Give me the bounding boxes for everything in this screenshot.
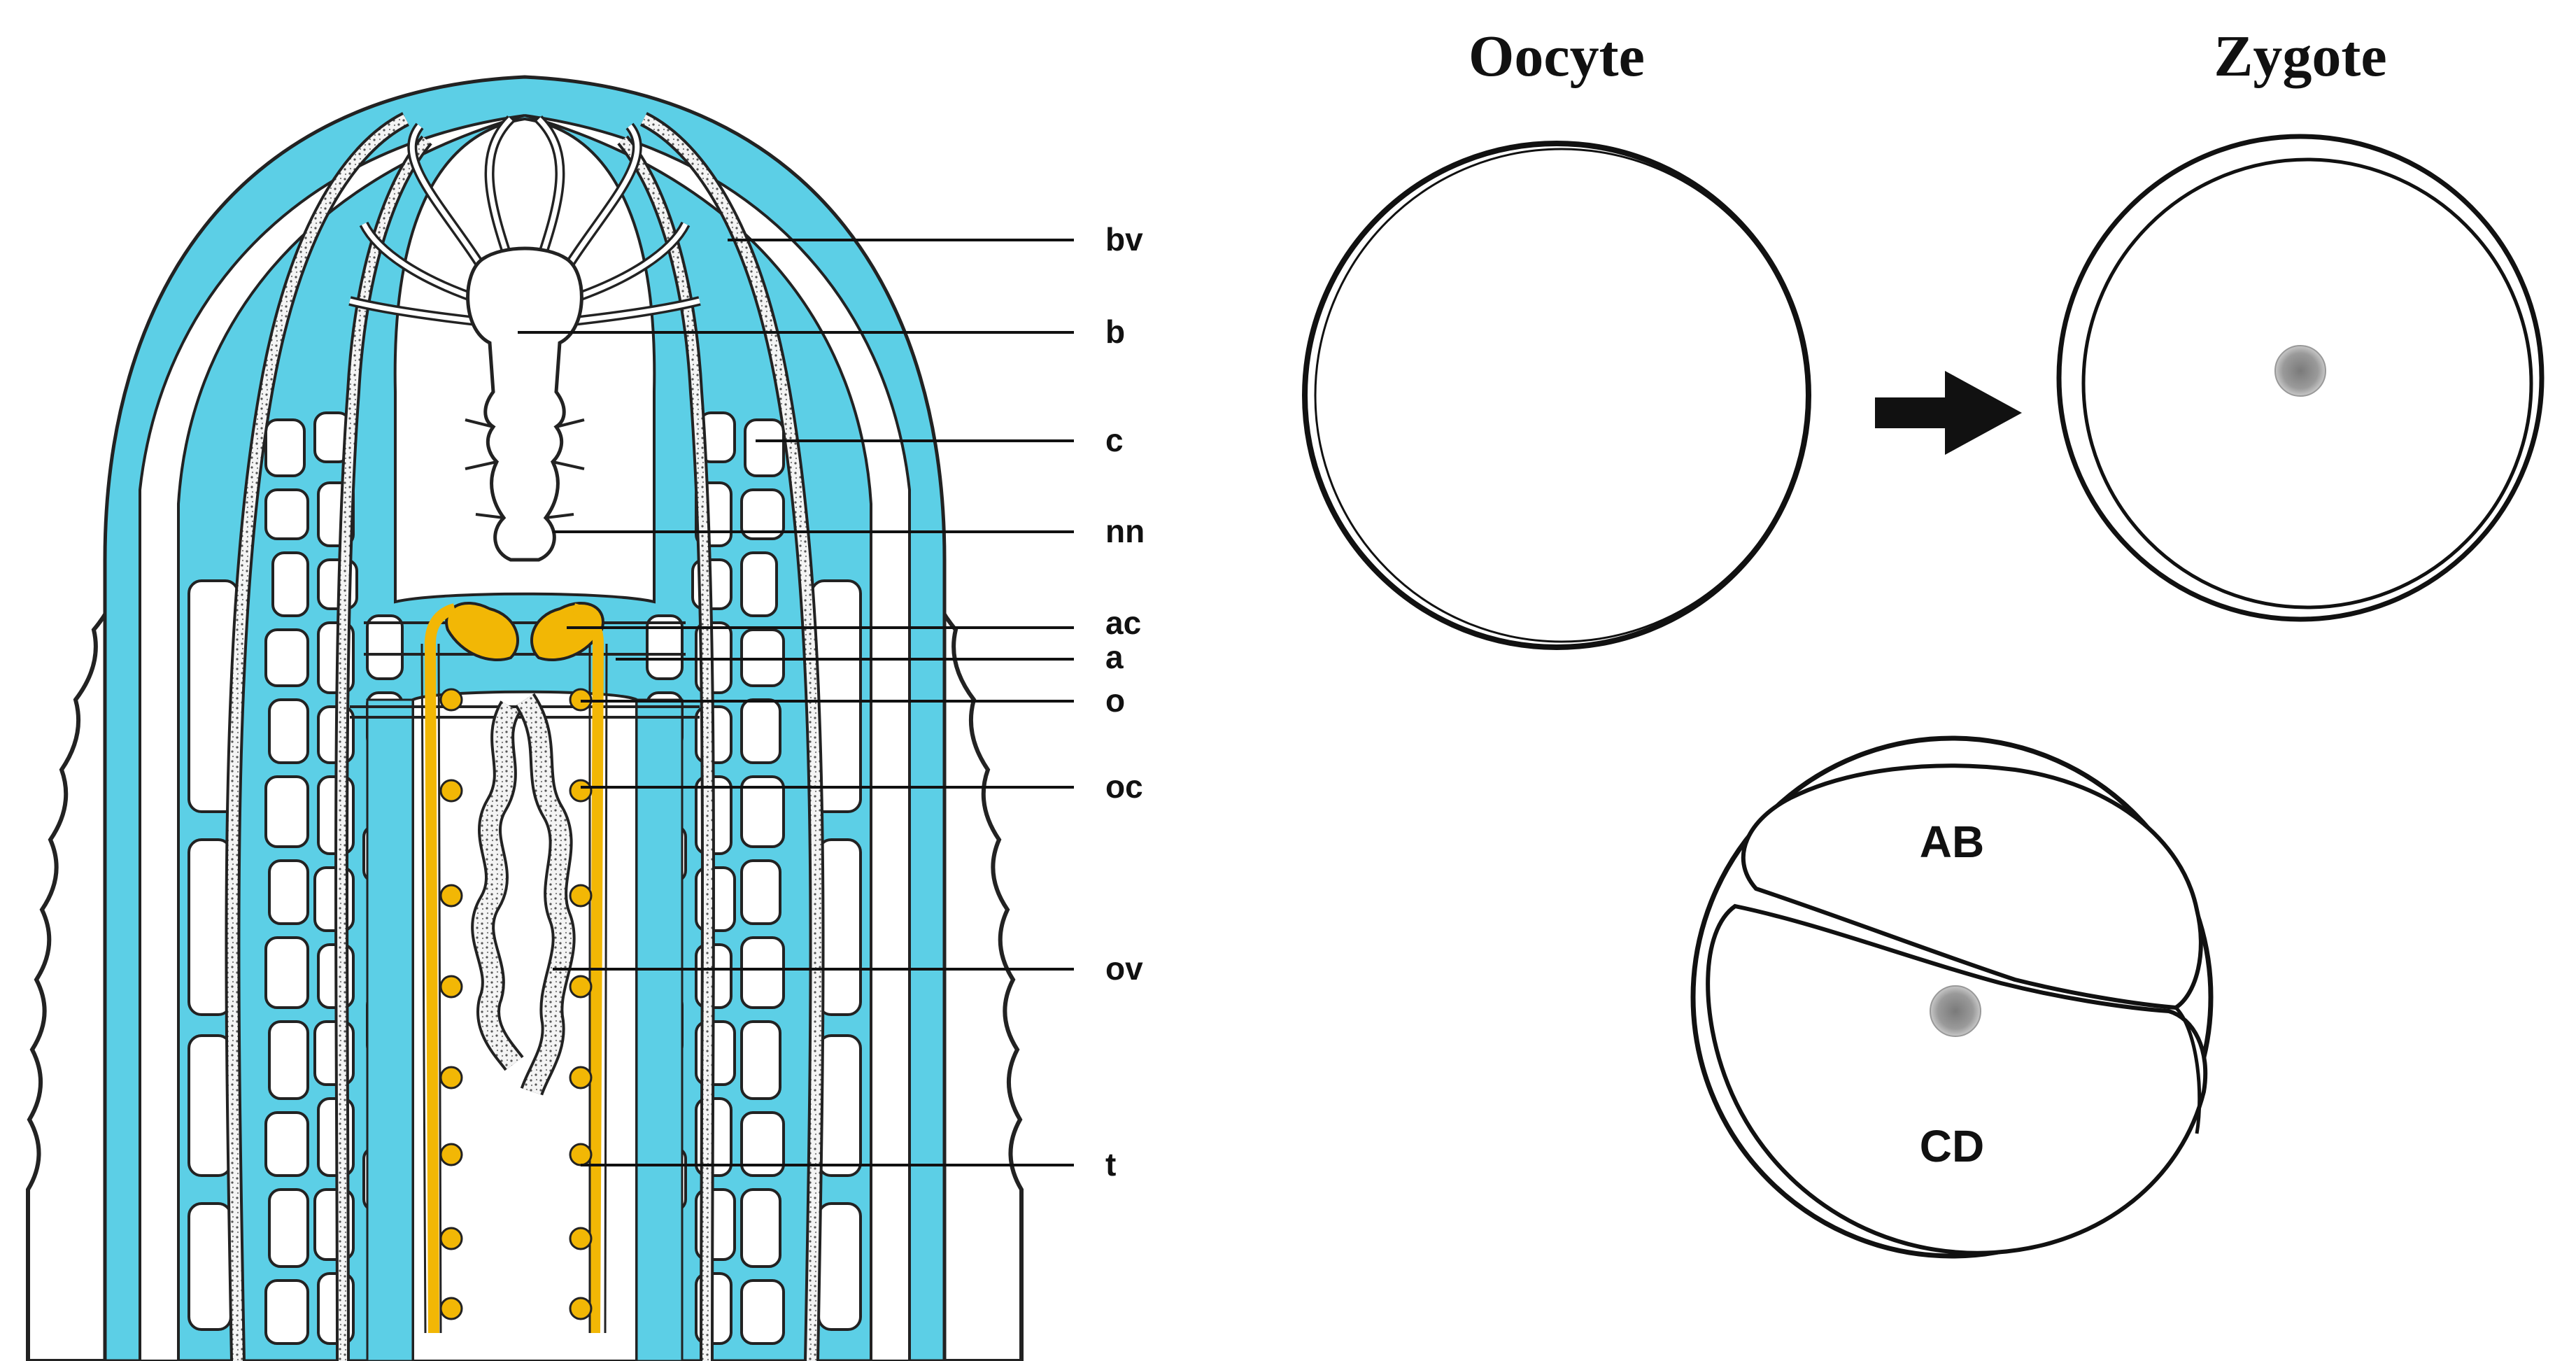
ovisacs	[471, 693, 576, 1096]
central-column-left	[366, 698, 414, 1361]
zygote-title: Zygote	[2214, 24, 2386, 89]
label-o: o	[1105, 682, 1125, 719]
gonads	[420, 601, 608, 1334]
central-column-right	[635, 698, 684, 1361]
outer-cells	[187, 579, 862, 1331]
brain	[348, 115, 701, 562]
oocyte-title: Oocyte	[1469, 24, 1645, 89]
zygote-nucleus	[2274, 345, 2326, 397]
label-b: b	[1105, 313, 1125, 350]
label-a: a	[1105, 639, 1124, 675]
embryo-nucleus	[1930, 985, 1981, 1037]
cell-label-ab: AB	[1920, 817, 1984, 867]
arrow-right-icon	[1875, 371, 2022, 455]
oocyte	[1302, 141, 1811, 650]
label-t: t	[1105, 1146, 1116, 1183]
label-c: c	[1105, 422, 1124, 458]
blood-vessels	[225, 112, 825, 1361]
label-oc: oc	[1105, 768, 1143, 805]
zygote	[2056, 134, 2545, 622]
leader-lines	[518, 239, 1074, 1166]
label-bv: bv	[1105, 221, 1143, 258]
label-ov: ov	[1105, 950, 1143, 987]
two-cell-embryo: AB CD	[1690, 735, 2214, 1259]
cell-cd	[1706, 903, 2208, 1255]
central-field	[411, 690, 638, 1361]
polar-lobe	[2174, 1006, 2202, 1134]
label-nn: nn	[1105, 513, 1145, 549]
anatomy-labels: bv b c nn ac a o oc ov t	[1105, 221, 1145, 1183]
cell-label-cd: CD	[1920, 1121, 1984, 1171]
leech-anatomy-diagram	[26, 75, 1024, 1361]
cell-ab	[1741, 763, 2203, 1010]
development-diagram: Oocyte Zygote AB CD	[1302, 24, 2545, 1259]
label-ac: ac	[1105, 605, 1141, 641]
botryoidal-cells-left	[264, 411, 404, 1345]
lateral-field-right	[524, 114, 911, 1361]
transverse-canal	[350, 621, 700, 719]
lateral-field-left	[139, 114, 525, 1361]
